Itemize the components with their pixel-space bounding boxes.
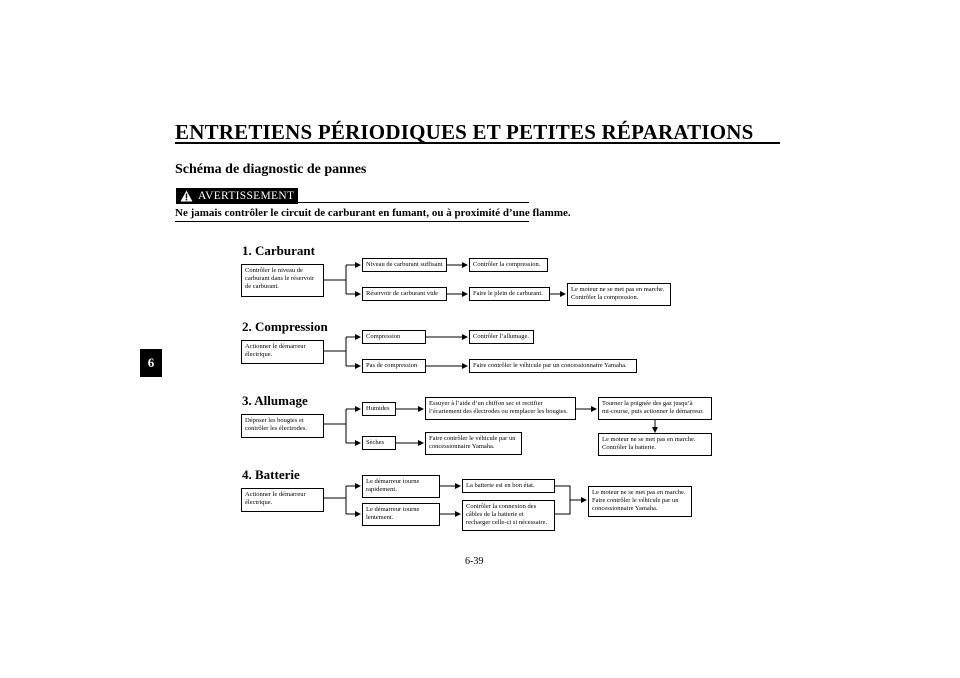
warning-bottom-rule — [175, 221, 529, 222]
warning-label: AVERTISSEMENT — [198, 190, 295, 202]
ignition-branch-b: Sèches — [362, 436, 396, 450]
section-title: Schéma de diagnostic de pannes — [175, 162, 367, 177]
compression-result-a: Contrôler l’allumage. — [469, 330, 534, 344]
heading-compression: 2. Compression — [242, 319, 328, 334]
heading-battery: 4. Batterie — [242, 467, 300, 482]
battery-branch-a: Le démarreur tourne rapidement. — [362, 475, 440, 498]
warning-badge: AVERTISSEMENT — [176, 188, 298, 204]
ignition-result-a: Essuyer à l’aide d’un chiffon sec et rec… — [425, 397, 576, 420]
chapter-tab: 6 — [140, 349, 162, 377]
heading-fuel: 1. Carburant — [242, 243, 315, 258]
fuel-result-a: Contrôler la compression. — [469, 258, 548, 272]
ignition-next-a: Tourner la poignée des gaz jusqu’à mi-co… — [598, 397, 712, 420]
battery-result-a: La batterie est en bon état. — [462, 479, 555, 493]
fuel-final: Le moteur ne se met pas en marche. Contr… — [567, 283, 671, 306]
fuel-branch-b: Réservoir de carburant vide — [362, 287, 447, 301]
fuel-branch-a: Niveau de carburant suffisant — [362, 258, 447, 272]
ignition-start-box: Déposer les bougies et contrôler les éle… — [241, 414, 324, 438]
warning-rule — [298, 202, 529, 203]
fuel-start-box: Contrôler le niveau de carburant dans le… — [241, 264, 324, 297]
battery-result-b: Contrôler la connexion des câbles de la … — [462, 500, 555, 531]
fuel-result-b: Faire le plein de carburant. — [469, 287, 550, 301]
header-rule — [175, 142, 780, 144]
page-title: ENTRETIENS PÉRIODIQUES ET PETITES RÉPARA… — [175, 120, 754, 144]
compression-branch-b: Pas de compression — [362, 359, 426, 373]
heading-ignition: 3. Allumage — [242, 393, 308, 408]
page-number: 6-39 — [465, 556, 484, 567]
compression-result-b: Faire contrôler le véhicule par un conce… — [469, 359, 637, 373]
battery-start-box: Actionner le démarreur électrique. — [241, 488, 324, 512]
ignition-branch-a: Humides — [362, 402, 396, 416]
ignition-final: Le moteur ne se met pas en marche. Contr… — [598, 433, 712, 456]
warning-message: Ne jamais contrôler le circuit de carbur… — [175, 207, 571, 219]
battery-branch-b: Le démarreur tourne lentement. — [362, 503, 440, 526]
compression-start-box: Actionner le démarreur électrique. — [241, 340, 324, 364]
warning-triangle-icon — [176, 188, 196, 204]
compression-branch-a: Compression — [362, 330, 426, 344]
battery-final: Le moteur ne se met pas en marche. Faire… — [588, 486, 692, 517]
ignition-result-b: Faire contrôler le véhicule par un conce… — [425, 432, 522, 455]
